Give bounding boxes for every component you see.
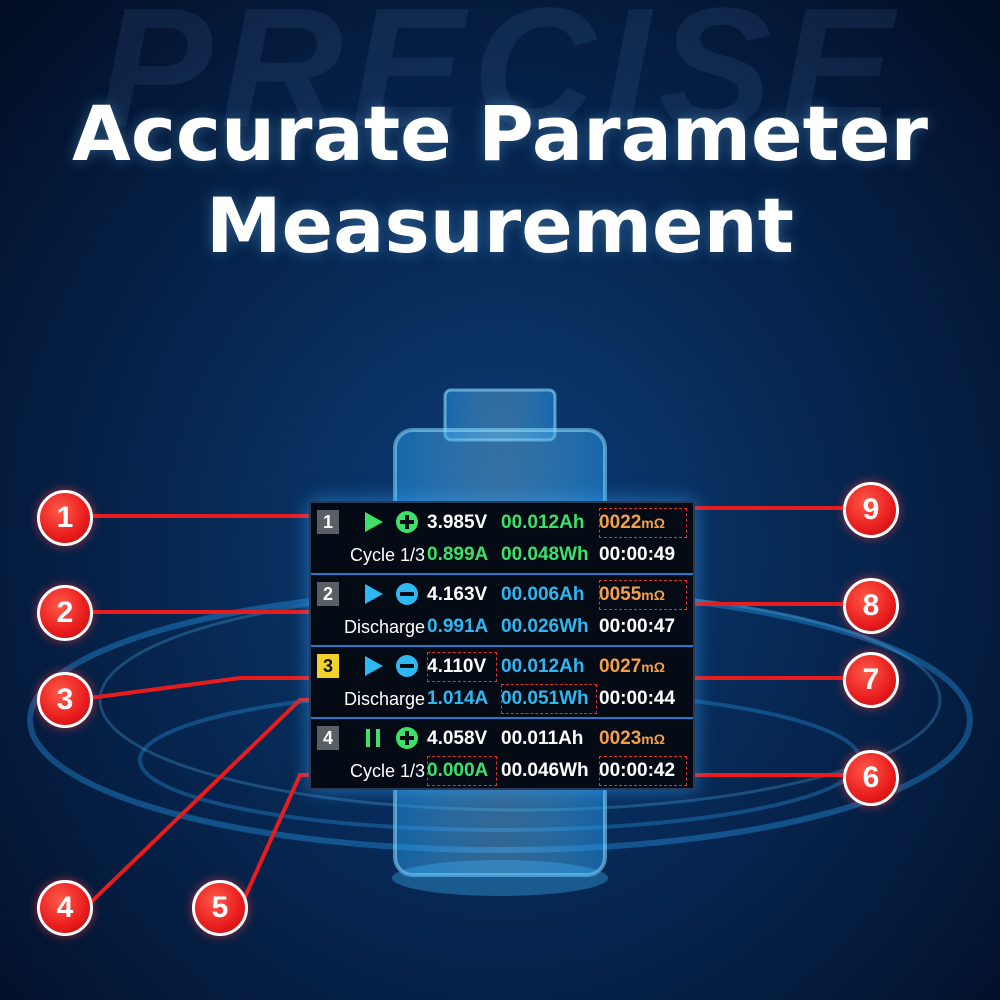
play-icon (365, 656, 383, 676)
capacity-value: 00.012Ah (501, 656, 585, 677)
time-value: 00:00:42 (599, 756, 687, 786)
channel-number: 2 (317, 582, 339, 606)
headline: Accurate Parameter Measurement (0, 88, 1000, 272)
energy-value: 00.051Wh (501, 684, 597, 714)
capacity-value: 00.011Ah (501, 728, 584, 749)
mode-label: Discharge (343, 617, 425, 637)
resistance-number: 0023 (599, 728, 642, 749)
callout-6: 6 (843, 750, 899, 806)
play-icon (365, 512, 383, 532)
voltage-value: 4.163V (427, 584, 488, 605)
energy-value: 00.046Wh (501, 760, 589, 781)
time-value: 00:00:49 (599, 544, 676, 565)
voltage-value: 3.985V (427, 512, 488, 533)
resistance-value: 0027mΩ (599, 652, 687, 682)
background-watermark-text: PRECISE (98, 0, 902, 163)
plus-circle-icon (396, 727, 418, 749)
mode-label: Cycle 1/3 (349, 545, 425, 565)
channel-row-4: 4 Cycle 1/3 4.058V 00.011Ah 0023mΩ 0.000… (311, 717, 693, 789)
resistance-unit: mΩ (641, 587, 665, 603)
callout-9: 9 (843, 482, 899, 538)
tester-screen: 1 Cycle 1/3 3.985V 00.012Ah 0022mΩ 0.899… (309, 501, 695, 790)
resistance-value: 0023mΩ (599, 724, 687, 754)
callout-2: 2 (37, 585, 93, 641)
voltage-value: 4.110V (427, 652, 497, 682)
callout-7: 7 (843, 652, 899, 708)
current-value: 0.899A (427, 544, 489, 565)
callout-3: 3 (37, 672, 93, 728)
resistance-unit: mΩ (641, 659, 665, 675)
minus-circle-icon (396, 583, 418, 605)
channel-number: 1 (317, 510, 339, 534)
minus-circle-icon (396, 655, 418, 677)
channel-row-1: 1 Cycle 1/3 3.985V 00.012Ah 0022mΩ 0.899… (311, 503, 693, 573)
callout-5: 5 (192, 880, 248, 936)
mode-label: Discharge (343, 689, 425, 709)
headline-line-2: Measurement (206, 181, 794, 270)
resistance-value: 0055mΩ (599, 580, 687, 610)
callout-4: 4 (37, 880, 93, 936)
mode-label: Cycle 1/3 (349, 761, 425, 781)
channel-number: 4 (317, 726, 339, 750)
plus-circle-icon (396, 511, 418, 533)
resistance-number: 0027 (599, 656, 642, 677)
resistance-unit: mΩ (641, 731, 665, 747)
resistance-number: 0022 (599, 512, 642, 533)
time-value: 00:00:47 (599, 616, 676, 637)
channel-row-2: 2 Discharge 4.163V 00.006Ah 0055mΩ 0.991… (311, 573, 693, 645)
resistance-value: 0022mΩ (599, 508, 687, 538)
energy-value: 00.048Wh (501, 544, 589, 565)
capacity-value: 00.012Ah (501, 512, 585, 533)
channel-number: 3 (317, 654, 339, 678)
energy-value: 00.026Wh (501, 616, 589, 637)
voltage-value: 4.058V (427, 728, 488, 749)
time-value: 00:00:44 (599, 688, 676, 709)
resistance-number: 0055 (599, 584, 642, 605)
callout-8: 8 (843, 578, 899, 634)
current-value: 0.991A (427, 616, 489, 637)
channel-row-3: 3 Discharge 4.110V 00.012Ah 0027mΩ 1.014… (311, 645, 693, 717)
callout-1: 1 (37, 490, 93, 546)
pause-icon (366, 729, 380, 747)
resistance-unit: mΩ (641, 515, 665, 531)
capacity-value: 00.006Ah (501, 584, 585, 605)
current-value: 0.000A (427, 756, 497, 786)
current-value: 1.014A (427, 688, 489, 709)
headline-line-1: Accurate Parameter (72, 89, 928, 178)
play-icon (365, 584, 383, 604)
